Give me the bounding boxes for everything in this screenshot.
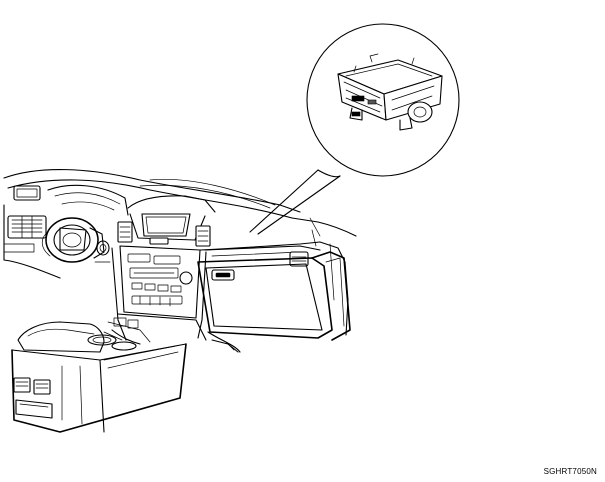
passenger-airbag-module	[337, 53, 443, 131]
center-console	[11, 313, 207, 433]
detail-callout	[249, 23, 460, 235]
instrument-panel	[3, 169, 357, 336]
glove-box	[197, 251, 351, 341]
steering-wheel	[41, 217, 111, 263]
driver-side-vents	[3, 185, 47, 253]
lower-dash	[207, 331, 241, 353]
figure-code: SGHRT7050N	[543, 467, 597, 476]
passenger-dash	[204, 245, 321, 267]
center-stack	[111, 195, 216, 341]
instrument-cluster	[47, 184, 129, 216]
